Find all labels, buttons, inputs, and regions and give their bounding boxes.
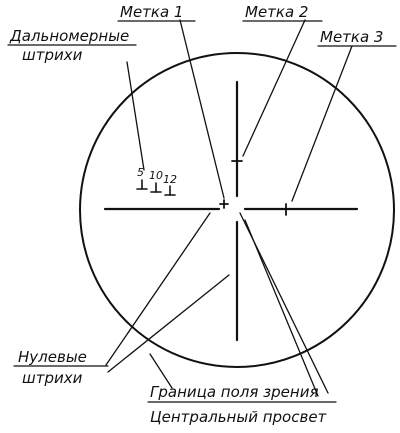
leader-mark-2 <box>242 19 306 157</box>
label-mark-1: Метка 1 <box>120 3 183 21</box>
label-zero-ticks-2: штрихи <box>22 369 83 387</box>
field-of-view-circle <box>79 52 395 368</box>
leader-central-gap-2 <box>244 219 319 397</box>
range-tick-5 <box>136 179 148 190</box>
range-tick-10 <box>150 182 162 193</box>
leader-zero-ticks-b <box>107 274 230 373</box>
label-field-boundary: Граница поля зрения <box>150 383 318 401</box>
leader-zero-ticks-a <box>105 212 211 366</box>
mark-1-cross <box>219 199 229 209</box>
leader-range-ticks <box>126 61 145 171</box>
leader-mark-3 <box>291 45 353 202</box>
leader-mark-1 <box>179 19 225 199</box>
label-mark-2: Метка 2 <box>245 3 308 21</box>
range-tick-label-5: 5 <box>137 166 144 179</box>
range-tick-label-10: 10 <box>149 169 163 182</box>
leader-field-boundary <box>149 353 173 389</box>
range-tick-12 <box>164 185 176 196</box>
leader-lines <box>105 19 353 397</box>
label-zero-ticks-1: Нулевые <box>18 348 87 366</box>
label-central-gap: Центральный просвет <box>150 408 328 426</box>
range-tick-label-12: 12 <box>163 173 177 186</box>
label-mark-3: Метка 3 <box>320 28 383 46</box>
label-range-ticks-1: Дальномерные <box>9 27 129 45</box>
label-range-ticks-2: штрихи <box>22 46 83 64</box>
